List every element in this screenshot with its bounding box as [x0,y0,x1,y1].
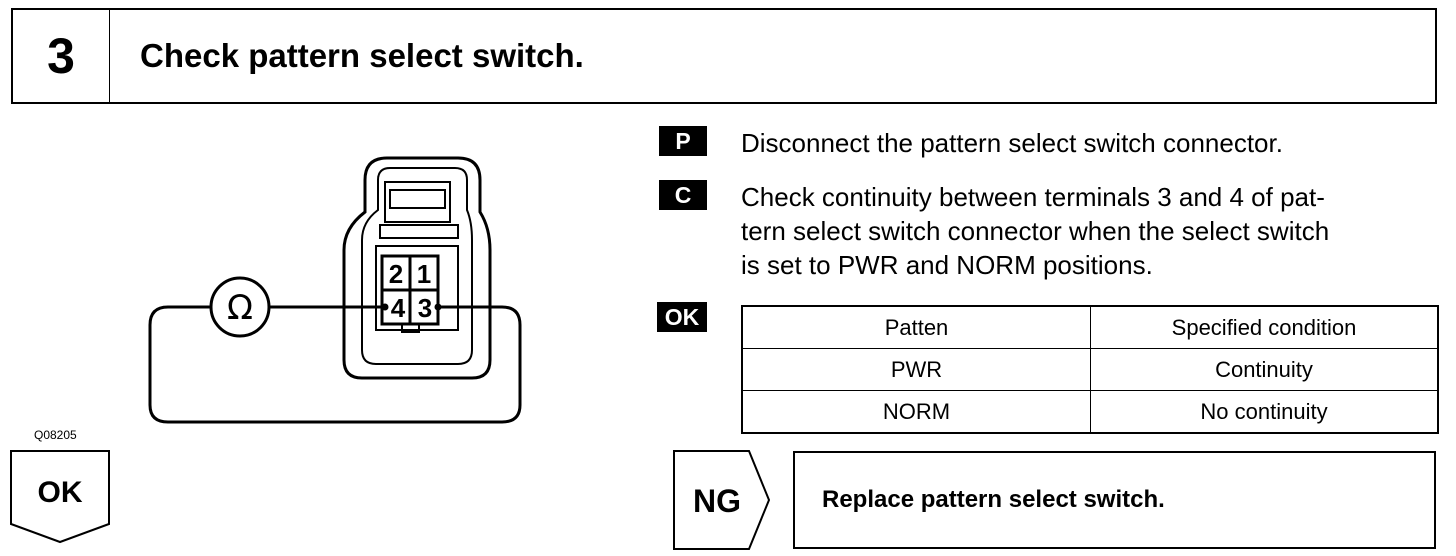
test-leads [148,305,522,424]
c-badge: C [659,180,707,210]
p-badge: P [659,126,707,156]
spec-table: Patten Specified condition PWR Continuit… [741,305,1439,434]
c-instruction-line: Check continuity between terminals 3 and… [741,182,1325,212]
step-header: 3 Check pattern select switch. [11,8,1437,104]
c-instruction-line: is set to PWR and NORM positions. [741,250,1153,280]
table-cell: Continuity [1090,348,1439,391]
ng-action-box: Replace pattern select switch. [793,451,1436,549]
ng-flow-arrow: NG [673,450,771,550]
table-cell: No continuity [1090,390,1439,434]
ok-flow-arrow: OK [10,450,110,544]
p-instruction: Disconnect the pattern select switch con… [741,128,1283,158]
table-cell: PWR [741,348,1091,391]
connector-diagram: 2 1 4 3 Ω [148,156,522,424]
ok-flow-label: OK [38,476,83,509]
ohmmeter-icon [209,276,271,338]
ng-flow-label: NG [693,483,741,519]
terminal-1-label: 1 [417,259,431,289]
terminal-2-label: 2 [389,259,403,289]
c-instruction: Check continuity between terminals 3 and… [741,180,1329,282]
terminal-3-label: 3 [418,293,432,323]
table-row: NORM No continuity [741,390,1439,434]
table-header-cell: Patten [741,305,1091,349]
ok-badge: OK [657,302,707,332]
step-title: Check pattern select switch. [140,37,584,74]
table-header-row: Patten Specified condition [741,305,1439,349]
ng-action-text: Replace pattern select switch. [822,486,1165,513]
terminal-4-label: 4 [391,293,406,323]
connector-housing [342,156,492,380]
ohm-symbol: Ω [227,288,253,328]
figure-code: Q08205 [34,428,77,442]
table-cell: NORM [741,390,1091,434]
table-header-cell: Specified condition [1090,305,1439,349]
c-instruction-line: tern select switch connector when the se… [741,216,1330,246]
table-row: PWR Continuity [741,348,1439,391]
step-number: 3 [13,10,110,102]
